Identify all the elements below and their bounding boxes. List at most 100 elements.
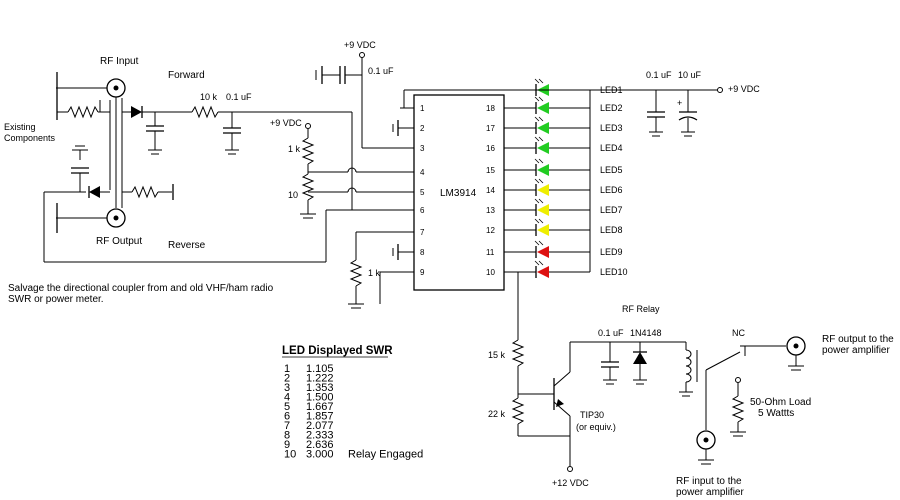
swr-row-led: 6 [284,411,290,423]
pin-15: 15 [486,166,495,175]
rf-out-amp-label-1: RF output to the [822,334,894,345]
c01uf-d-label: 0.1 uF [598,328,624,338]
led-6: LED6 [504,178,623,196]
load-resistor [731,395,745,423]
reverse-sense-resistor [122,184,174,200]
swr-row-value: 2.077 [306,420,334,432]
tip30-label: TIP30 [580,410,604,420]
pin-11: 11 [486,248,495,257]
c01uf-c-label: 0.1 uF [646,70,672,80]
swr-table-title: LED Displayed SWR [282,345,393,357]
led-3: LED3 [504,116,623,134]
swr-row-led: 1 [284,363,290,375]
relay-switch [705,345,786,430]
reverse-diode [88,186,100,198]
pin-12: 12 [486,226,495,235]
cap-01uf-d [601,342,619,385]
pin-6: 6 [420,206,425,215]
pin-5: 5 [420,188,425,197]
rf-in-amp-label-1: RF input to the [676,476,742,487]
rf-output-label: RF Output [96,236,142,247]
tip30-transistor [553,342,571,466]
vdc9-top-label: +9 VDC [344,40,376,50]
r1k-b-label: 1 k [368,268,381,278]
chip-right-pins: 18 17 16 15 14 13 12 11 10 [486,104,495,277]
swr-row-led: 9 [284,439,290,451]
r1k-a-label: 1 k [288,144,301,154]
swr-row-led: 2 [284,373,290,385]
resistor-10k [191,105,219,119]
reverse-label: Reverse [168,240,206,251]
led-8-label: LED8 [600,225,623,235]
diode-1n4148 [633,342,647,385]
pin-16: 16 [486,144,495,153]
pin-2: 2 [420,124,425,133]
salvage-note-2: SWR or power meter. [8,294,104,305]
swr-row-led: 5 [284,401,290,413]
r10-label: 10 [288,190,298,200]
vdc9-top-terminal [359,52,400,149]
vdc12-label: +12 VDC [552,478,589,488]
c01uf-a-label: 0.1 uF [226,92,252,102]
nc-label: NC [732,328,745,338]
swr-row-value: 1.857 [306,411,334,423]
cap-01uf-b [315,66,362,84]
cap-10uf [678,90,698,137]
pin-13: 13 [486,206,495,215]
vdc9-left-label: +9 VDC [270,118,302,128]
pin-3: 3 [420,144,425,153]
led-3-label: LED3 [600,123,623,133]
swr-row-led: 3 [284,382,290,394]
r10k-label: 10 k [200,92,218,102]
pin-9: 9 [420,268,425,277]
swr-row-value: 2.636 [306,439,334,451]
rf-in-amp-label-2: power amplifier [676,487,744,498]
reverse-filter-cap [71,145,89,192]
pin-8: 8 [420,248,425,257]
r15k-label: 15 k [488,350,506,360]
vdc9-right-terminal [717,87,723,93]
led-10-label: LED10 [600,267,628,277]
forward-label: Forward [168,70,205,81]
led-5: LED5 [504,158,623,176]
led-2-label: LED2 [600,103,623,113]
pin-14: 14 [486,186,495,195]
resistor-15k [511,339,525,367]
swr-row-led: 8 [284,430,290,442]
vdc9-right-label: +9 VDC [728,84,760,94]
plus-sign: + [677,98,682,108]
swr-row-note: Relay Engaged [348,449,423,461]
resistor-10 [301,173,315,201]
chip-left-pins: 1 2 3 4 5 6 7 8 9 [400,104,425,277]
rf-relay-label: RF Relay [622,304,660,314]
cap-01uf-c [647,90,665,137]
swr-row-value: 1.353 [306,382,334,394]
existing-label-1: Existing [4,122,36,132]
resistor-1k-b [349,259,363,287]
forward-diode [131,106,143,118]
swr-row-value: 1.667 [306,401,334,413]
load-label-2: 5 Wattts [758,408,794,419]
resistor-22k [511,397,525,425]
led-10: LED10 [504,260,628,278]
vdc12-terminal [567,466,573,472]
c01uf-b-label: 0.1 uF [368,66,394,76]
rf-out-amp-label-2: power amplifier [822,345,890,356]
rf-in-amp-connector [696,430,716,465]
led-4: LED4 [504,136,623,154]
led-7-label: LED7 [600,205,623,215]
led-5-label: LED5 [600,165,623,175]
rf-input-connector [56,72,126,208]
existing-label-2: Components [4,133,56,143]
led-ladder: LED1LED2LED3LED4LED5LED6LED7LED8LED9LED1… [504,78,628,278]
led-1: LED1 [534,78,623,96]
chip-label: LM3914 [440,188,477,199]
swr-row-led: 10 [284,449,296,461]
led-7: LED7 [504,198,623,216]
swr-row-value: 1.500 [306,392,334,404]
swr-row-value: 1.105 [306,363,334,375]
forward-sense-resistor [57,100,111,190]
led-8: LED8 [504,218,623,236]
